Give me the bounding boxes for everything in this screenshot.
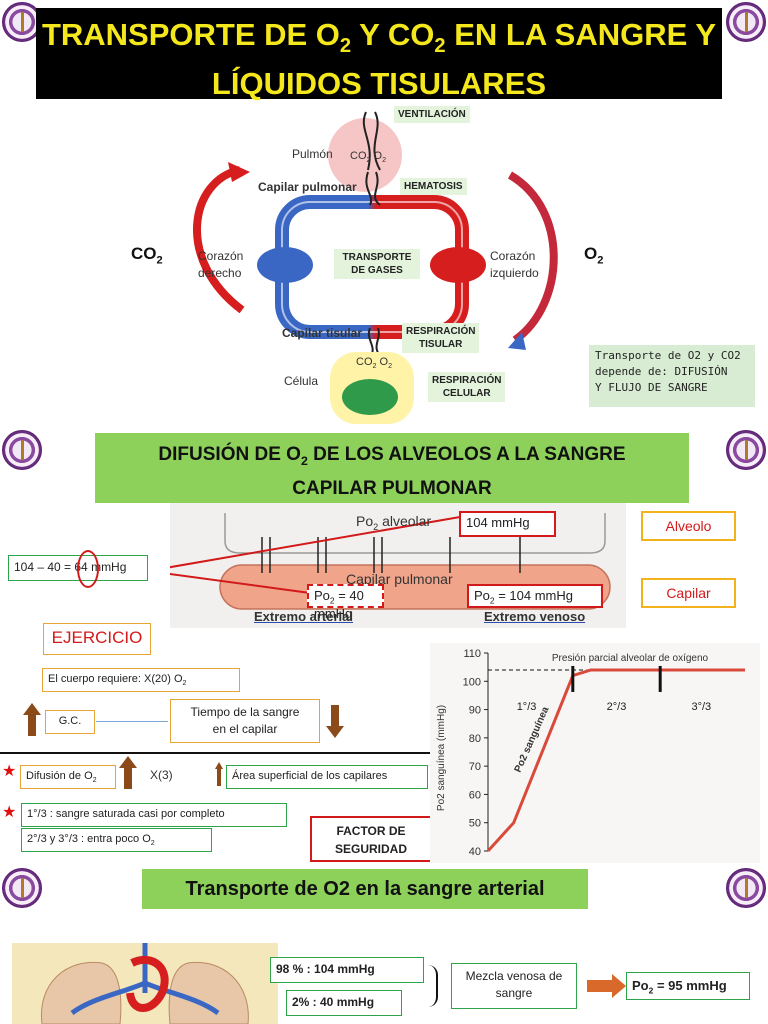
y-tick-label: 110 bbox=[463, 648, 481, 660]
university-seal-icon bbox=[2, 2, 42, 42]
highlight-ring bbox=[77, 550, 99, 588]
venous-end-label: Extremo venoso bbox=[484, 609, 586, 624]
capillary-area-box: Área superficial de los capilares bbox=[226, 765, 428, 789]
times-three-label: X(3) bbox=[150, 768, 173, 782]
pct2-box: 2% : 40 mmHg bbox=[286, 990, 402, 1016]
university-seal-icon bbox=[2, 868, 42, 908]
right-heart bbox=[257, 247, 313, 283]
result-box: Po2 = 95 mmHg bbox=[626, 972, 750, 1000]
tissue-capillary-label: Capilar tisular bbox=[282, 326, 363, 340]
segment-label: 1°/3 bbox=[517, 701, 537, 713]
pointer-line bbox=[170, 572, 311, 594]
up-arrow-stem bbox=[124, 767, 132, 789]
lung-circle bbox=[328, 118, 402, 192]
po2-saturation-chart: Presión parcial alveolar de oxígeno Po2 … bbox=[430, 643, 760, 863]
y-tick-label: 60 bbox=[469, 789, 481, 801]
y-tick-label: 90 bbox=[469, 705, 481, 717]
divider bbox=[0, 752, 430, 754]
connector-line bbox=[96, 721, 168, 722]
bracket bbox=[428, 965, 438, 1007]
y-tick-label: 70 bbox=[469, 761, 481, 773]
pointer-line bbox=[170, 516, 461, 569]
segment-label: 2°/3 bbox=[607, 701, 627, 713]
exchange-arrows-top bbox=[365, 171, 381, 206]
up-arrow-icon bbox=[23, 703, 41, 715]
ventilation-arrows bbox=[362, 111, 381, 171]
first-third-box: 1°/3 : sangre saturada casi por completo bbox=[21, 803, 287, 827]
diffusion-arrows bbox=[261, 537, 521, 573]
y-tick-label: 40 bbox=[469, 846, 481, 858]
alveolus-label: Alveolo bbox=[641, 511, 736, 541]
small-up-arrow-icon bbox=[215, 762, 223, 769]
right-arrow-head bbox=[612, 974, 626, 998]
circulation-diagram bbox=[193, 111, 558, 424]
po2-capillary-low: Po2 = 40 mmHg bbox=[307, 584, 384, 621]
down-arrow-icon bbox=[326, 726, 344, 738]
exercise-title: EJERCICIO bbox=[43, 623, 151, 655]
small-up-arrow-stem bbox=[217, 768, 221, 786]
body-requires-box: El cuerpo requiere: X(20) O2 bbox=[42, 668, 240, 692]
cell-gases: CO2 O2 bbox=[356, 356, 393, 371]
co2-return-arrow bbox=[193, 166, 245, 314]
y-tick-label: 50 bbox=[469, 818, 481, 830]
capillary-label: Capilar pulmonar bbox=[346, 571, 453, 587]
pulmonary-capillary-label: Capilar pulmonar bbox=[258, 180, 357, 194]
right-arrow-icon bbox=[587, 980, 613, 992]
hematosis-tag: HEMATOSIS bbox=[400, 178, 467, 195]
po2-alveolar-value: 104 mmHg bbox=[459, 511, 556, 537]
down-arrow-stem bbox=[331, 705, 339, 727]
ventilation-tag: VENTILACIÓN bbox=[394, 106, 470, 123]
lung-illustration bbox=[12, 943, 278, 1024]
lung-gases: CO2 O2 bbox=[350, 150, 387, 165]
section-title-difusion: DIFUSIÓN DE O2 DE LOS ALVEOLOS A LA SANG… bbox=[95, 433, 689, 503]
star-icon: ★ bbox=[2, 763, 17, 780]
po2-alveolar-label: Po2 alveolar bbox=[356, 513, 432, 532]
co2-side-label: CO2 bbox=[131, 244, 163, 267]
university-seal-icon bbox=[2, 430, 42, 470]
alveolus-wall bbox=[224, 513, 606, 554]
o2-delivery-arrow bbox=[507, 171, 558, 344]
up-arrow-stem bbox=[28, 714, 36, 736]
lung-label: Pulmón bbox=[292, 147, 333, 161]
university-seal-icon bbox=[726, 868, 766, 908]
po2-series-line bbox=[486, 668, 745, 853]
pct98-box: 98 % : 104 mmHg bbox=[270, 957, 424, 983]
y-tick-label: 80 bbox=[469, 733, 481, 745]
diffusion-box: Difusión de O2 bbox=[20, 765, 116, 789]
arterial-end-label: Extremo arterial bbox=[254, 609, 353, 624]
up-arrow-icon bbox=[119, 756, 137, 768]
o2-side-label: O2 bbox=[584, 244, 604, 267]
mitochondrion bbox=[342, 379, 398, 415]
section-title-arterial: Transporte de O2 en la sangre arterial bbox=[142, 869, 588, 909]
po2-capillary-high: Po2 = 104 mmHg bbox=[467, 584, 603, 608]
y-tick-label: 100 bbox=[463, 676, 481, 688]
y-axis-label: Po2 sanguínea (mmHg) bbox=[436, 705, 447, 811]
cell-label: Célula bbox=[284, 374, 319, 388]
university-seal-icon bbox=[726, 2, 766, 42]
chart-title: Presión parcial alveolar de oxígeno bbox=[552, 653, 709, 664]
segment-label: 3°/3 bbox=[691, 701, 711, 713]
gc-box: G.C. bbox=[45, 710, 95, 734]
capillary-tag: Capilar bbox=[641, 578, 736, 608]
university-seal-icon bbox=[726, 430, 766, 470]
star-icon: ★ bbox=[2, 804, 17, 821]
left-heart bbox=[430, 247, 486, 283]
other-thirds-box: 2°/3 y 3°/3 : entra poco O2 bbox=[21, 828, 212, 852]
page-title: TRANSPORTE DE O2 Y CO2 EN LA SANGRE Y LÍ… bbox=[36, 8, 722, 101]
